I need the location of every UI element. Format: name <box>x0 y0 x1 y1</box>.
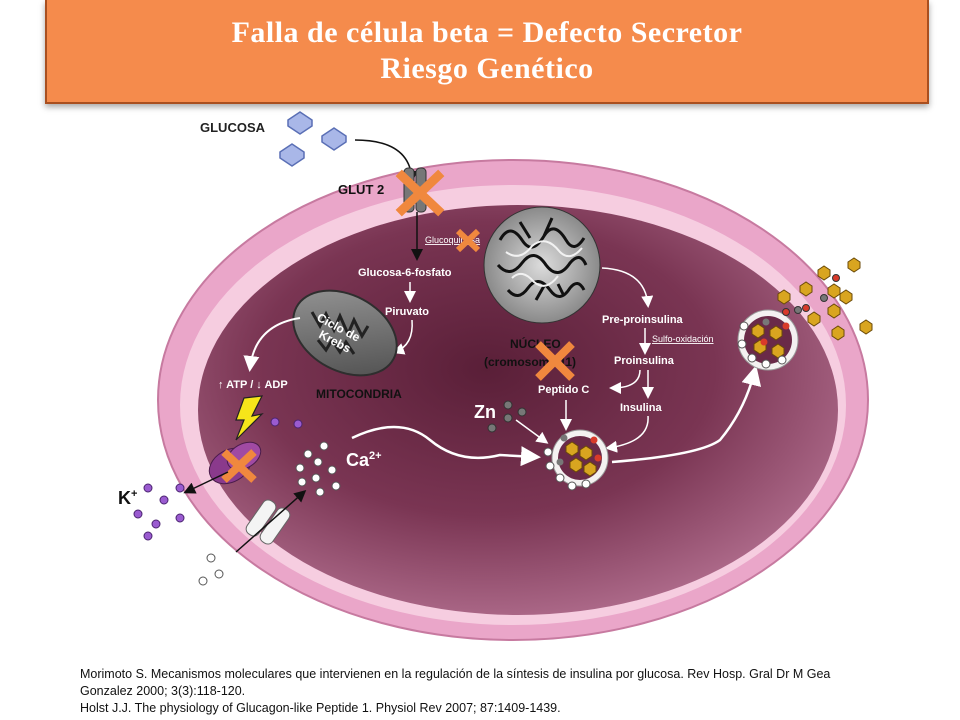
insulin-label: Insulina <box>620 402 662 414</box>
proinsulin-label: Proinsulina <box>614 355 675 367</box>
title-line-1: Falla de célula beta = Defecto Secretor <box>231 16 743 49</box>
glucose-molecules <box>279 111 347 167</box>
lightning-icon <box>235 395 264 441</box>
calcium-influx-arrow <box>235 490 307 553</box>
g6p-label: Glucosa-6-fosfato <box>358 267 452 279</box>
cpeptide-label: Peptido C <box>538 384 589 396</box>
nucleus-to-preproinsulin-arrow <box>601 267 654 308</box>
potassium-label: K+ <box>118 488 137 508</box>
potassium-efflux-arrow <box>183 471 229 494</box>
atp-adp-label: ↑ ATP / ↓ ADP <box>218 379 288 391</box>
glut2-block-cross <box>395 169 445 217</box>
potassium-ions <box>133 417 303 541</box>
released-ions <box>782 274 840 316</box>
katp-block-cross <box>221 449 257 483</box>
pyruvate-to-mito-arrow <box>392 319 413 355</box>
mitochondria-label: MITOCONDRIA <box>316 387 402 401</box>
pyruvate-label: Piruvato <box>385 306 429 318</box>
zinc-ions <box>487 400 527 433</box>
calcium-label: Ca2+ <box>346 450 382 470</box>
insulin-granule <box>543 429 609 491</box>
nucleus-block-cross <box>535 341 575 381</box>
extracellular-calcium-ions <box>198 553 224 586</box>
preproinsulin-label: Pre-proinsulina <box>602 314 684 326</box>
reference-2: Holst J.J. The physiology of Glucagon-li… <box>80 701 561 715</box>
calcium-signal-arrow <box>351 425 541 467</box>
zinc-to-granule-arrow <box>515 419 549 444</box>
glucokinase-block-cross <box>455 228 481 253</box>
zinc-label: Zn <box>474 402 496 422</box>
reference-1a: Morimoto S. Mecanismos moleculares que i… <box>80 667 831 681</box>
nucleus-label: NÚCLEO <box>510 336 561 351</box>
granule-exocytosis-arrow <box>611 365 762 464</box>
intracellular-calcium-ions <box>295 441 341 497</box>
nucleus <box>483 206 601 324</box>
reference-1b: Gonzalez 2000; 3(3):118-120. <box>80 684 246 698</box>
mitochondrion <box>292 289 398 377</box>
glut2-label: GLUT 2 <box>338 182 384 197</box>
releasing-granule <box>737 309 799 371</box>
references: Morimoto S. Mecanismos moleculares que i… <box>80 666 940 717</box>
title-line-2: Riesgo Genético <box>380 52 594 85</box>
proinsulin-to-cpeptide-arrow <box>609 369 641 394</box>
title-banner: Falla de célula beta = Defecto Secretor … <box>45 0 929 104</box>
glucokinase-label: Glucoquinasa <box>425 235 480 245</box>
sulfo-oxidation-label: Sulfo-oxidación <box>652 334 714 344</box>
insulin-to-granule-arrow <box>605 415 649 453</box>
mito-to-atp-arrow <box>243 317 301 372</box>
glucose-label: GLUCOSA <box>200 120 266 135</box>
released-insulin <box>777 257 873 341</box>
